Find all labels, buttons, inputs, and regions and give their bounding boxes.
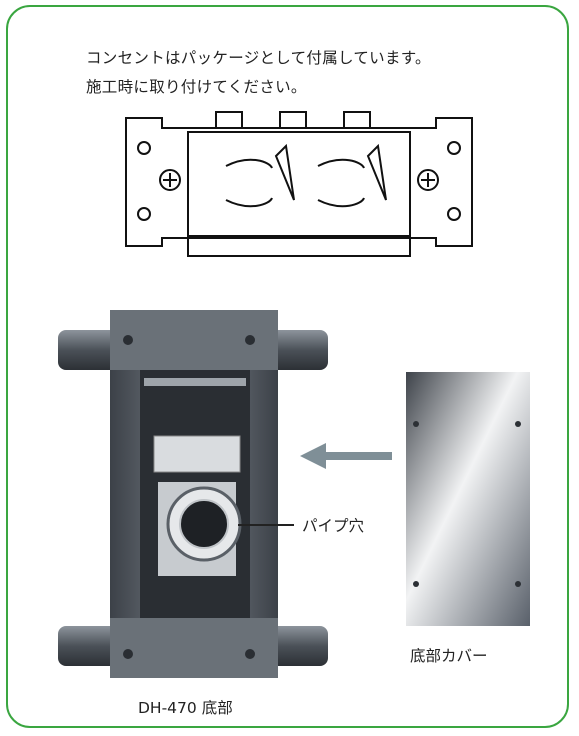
base-label: DH-470 底部	[138, 699, 233, 717]
bottom-cover-photo	[406, 372, 530, 626]
note-line-1: コンセントはパッケージとして付属しています。	[86, 49, 431, 67]
base-photo	[58, 310, 328, 678]
bottom-cover-label: 底部カバー	[410, 647, 488, 665]
outlet-illustration	[125, 111, 473, 257]
left-arrow-icon	[300, 443, 392, 469]
note-line-2: 施工時に取り付けてください。	[86, 78, 307, 96]
pipe-hole-leader-line	[238, 524, 294, 526]
pipe-hole-label: パイプ穴	[302, 517, 365, 535]
